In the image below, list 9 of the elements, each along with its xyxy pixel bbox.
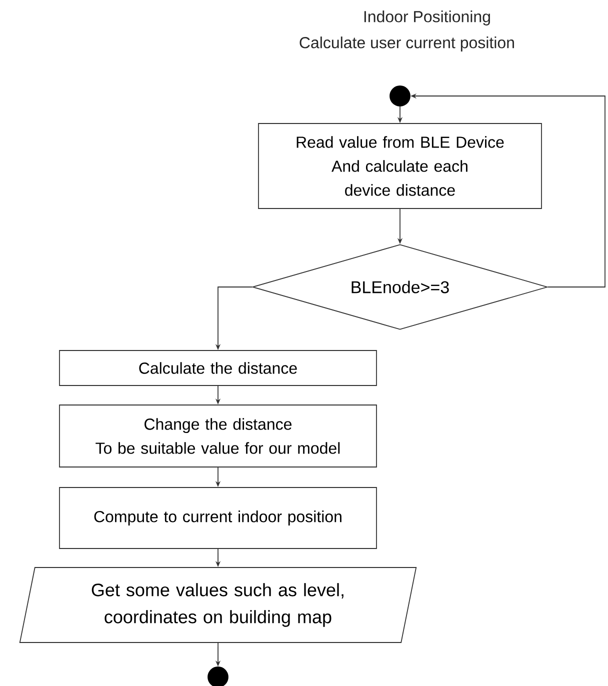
terminal-dot (390, 86, 410, 106)
data-parallelogram: Get some values such as level, coordinates on building map (19, 567, 417, 643)
title: Indoor Positioning (364, 10, 490, 26)
process-box: Change the distance To be suitable value for our model (59, 404, 377, 468)
process-box: Read value from BLE Device And calculate each device distance (258, 123, 542, 209)
process-box: Compute to current indoor position (59, 487, 377, 549)
terminal-dot (208, 666, 228, 686)
subtitle: Calculate user current position (300, 36, 514, 52)
process-box: Calculate the distance (59, 350, 377, 386)
